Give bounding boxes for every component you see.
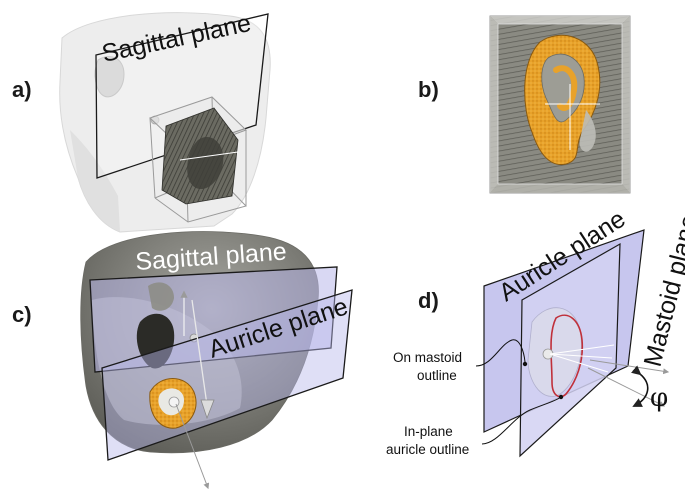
- panel-d-inplane-leader: [481, 396, 562, 445]
- panel-b: b): [418, 15, 631, 194]
- panel-c-ear-top: [148, 282, 174, 311]
- panel-a-sagittal-plane: [95, 13, 269, 179]
- panel-a-letter: a): [12, 77, 32, 102]
- panel-b-ear-antihelix: [553, 65, 578, 111]
- panel-a-ear-relief: [187, 136, 224, 190]
- panel-c-vector-down: [191, 299, 208, 406]
- panel-d-rays: [549, 344, 615, 373]
- panel-d-angle-arc: [631, 365, 649, 407]
- panel-b-box-bottom: [490, 184, 630, 193]
- panel-d-normal-mastoid: [589, 359, 670, 375]
- panel-c: c) Sagittal plane Auricle plane: [12, 231, 353, 490]
- panel-d-ear-ghost: [527, 307, 582, 397]
- panel-d-letter: d): [418, 288, 439, 313]
- panel-a: a) Sagittal plane: [12, 9, 271, 233]
- panel-d-on-mastoid-leader: [475, 339, 526, 367]
- panel-b-box-top: [490, 16, 630, 24]
- panel-b-ear-inner: [541, 53, 585, 123]
- panel-b-inner-box: [497, 23, 623, 185]
- panel-b-box-right: [622, 16, 630, 193]
- panel-a-head-shade: [70, 130, 120, 232]
- panel-d-angle-symbol: φ: [650, 383, 668, 413]
- panel-b-ear-lobe-gray: [579, 110, 596, 152]
- panel-d-on-mastoid-line1: On mastoid: [393, 350, 462, 365]
- panel-c-vector-long: [175, 403, 210, 490]
- panel-d: d) φ Auricle plane Mastoid plane On mast…: [386, 205, 685, 458]
- panel-d-inplane-line1: In-plane: [404, 424, 453, 439]
- panel-c-ear-center: [168, 396, 180, 408]
- panel-d-outline-dot: [522, 361, 528, 367]
- panel-d-mastoid-label: Mastoid plane: [639, 212, 685, 370]
- panel-c-letter: c): [12, 302, 32, 327]
- panel-b-box-left: [490, 16, 498, 193]
- panel-c-vector-down-head: [200, 399, 215, 420]
- panel-d-on-mastoid-line2: outline: [417, 368, 457, 383]
- panel-b-letter: b): [418, 77, 439, 102]
- panel-a-axis: [179, 151, 239, 161]
- panel-d-inplane-line2: auricle outline: [386, 442, 469, 457]
- panel-d-normal-auricle: [587, 367, 666, 407]
